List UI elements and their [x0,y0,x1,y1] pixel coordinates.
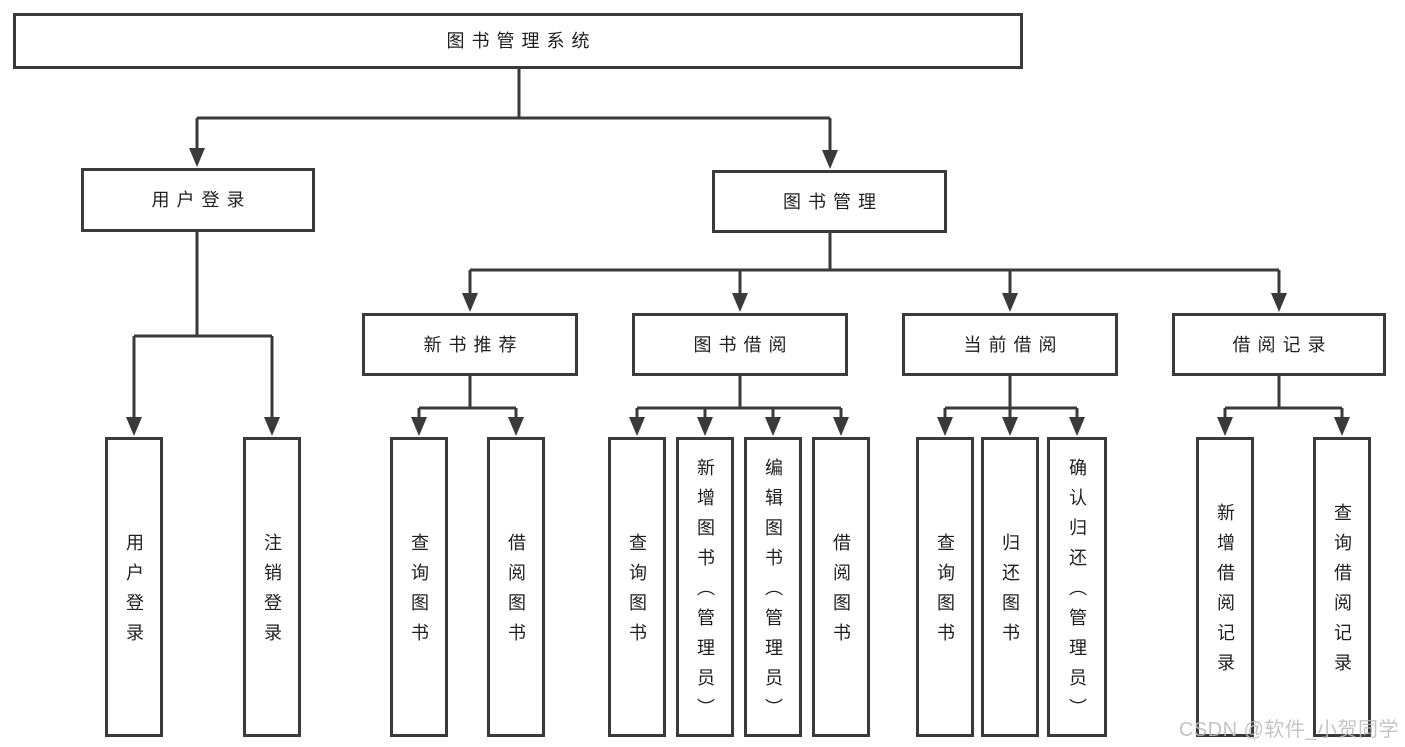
node-new-book-recommend-label: 新书推荐 [423,334,524,355]
leaf-query-borrow-record: 查询借阅记录 [1313,437,1371,737]
leaf-user-login: 用户登录 [105,437,163,737]
leaf-add-borrow-record: 新增借阅记录 [1196,437,1254,737]
leaf-return-book-label: 归还图书 [1000,533,1020,653]
leaf-query-books-recommend-label: 查询图书 [409,533,429,653]
node-library-system: 图书管理系统 [13,13,1023,69]
leaf-add-borrow-record-label: 新增借阅记录 [1215,503,1235,683]
leaf-borrow-books: 借阅图书 [812,437,870,737]
leaf-borrow-books-label: 借阅图书 [831,533,851,653]
leaf-query-books-borrowing: 查询图书 [608,437,666,737]
leaf-return-book: 归还图书 [981,437,1039,737]
node-borrowing-records: 借阅记录 [1172,313,1386,376]
node-book-borrowing-label: 图书借阅 [693,334,794,355]
node-current-borrowing: 当前借阅 [902,313,1118,376]
leaf-query-borrow-record-label: 查询借阅记录 [1332,503,1352,683]
node-borrowing-records-label: 借阅记录 [1232,334,1333,355]
leaf-confirm-return-admin: 确认归还（管理员） [1047,437,1107,737]
leaf-add-book-admin: 新增图书（管理员） [676,437,734,737]
node-library-system-label: 图书管理系统 [446,31,597,51]
leaf-query-books-current: 查询图书 [916,437,974,737]
node-book-borrowing: 图书借阅 [632,313,848,376]
leaf-user-login-label: 用户登录 [124,533,144,653]
node-user-login-label: 用户登录 [151,190,252,210]
leaf-borrow-books-recommend: 借阅图书 [487,437,545,737]
node-book-management-label: 图书管理 [783,191,883,212]
node-current-borrowing-label: 当前借阅 [963,334,1064,355]
node-new-book-recommend: 新书推荐 [362,313,578,376]
leaf-logout: 注销登录 [243,437,301,737]
leaf-borrow-books-recommend-label: 借阅图书 [506,533,526,653]
leaf-logout-label: 注销登录 [262,533,282,653]
leaf-query-books-current-label: 查询图书 [935,533,955,653]
leaf-add-book-admin-label: 新增图书（管理员） [695,458,715,728]
leaf-edit-book-admin-label: 编辑图书（管理员） [763,458,783,728]
leaf-query-books-recommend: 查询图书 [390,437,448,737]
leaf-confirm-return-admin-label: 确认归还（管理员） [1067,458,1087,728]
leaf-edit-book-admin: 编辑图书（管理员） [744,437,802,737]
node-user-login: 用户登录 [81,168,315,232]
leaf-query-books-borrowing-label: 查询图书 [627,533,647,653]
csdn-watermark: CSDN @软件_小贺同学 [1178,719,1399,741]
node-book-management: 图书管理 [712,170,947,233]
